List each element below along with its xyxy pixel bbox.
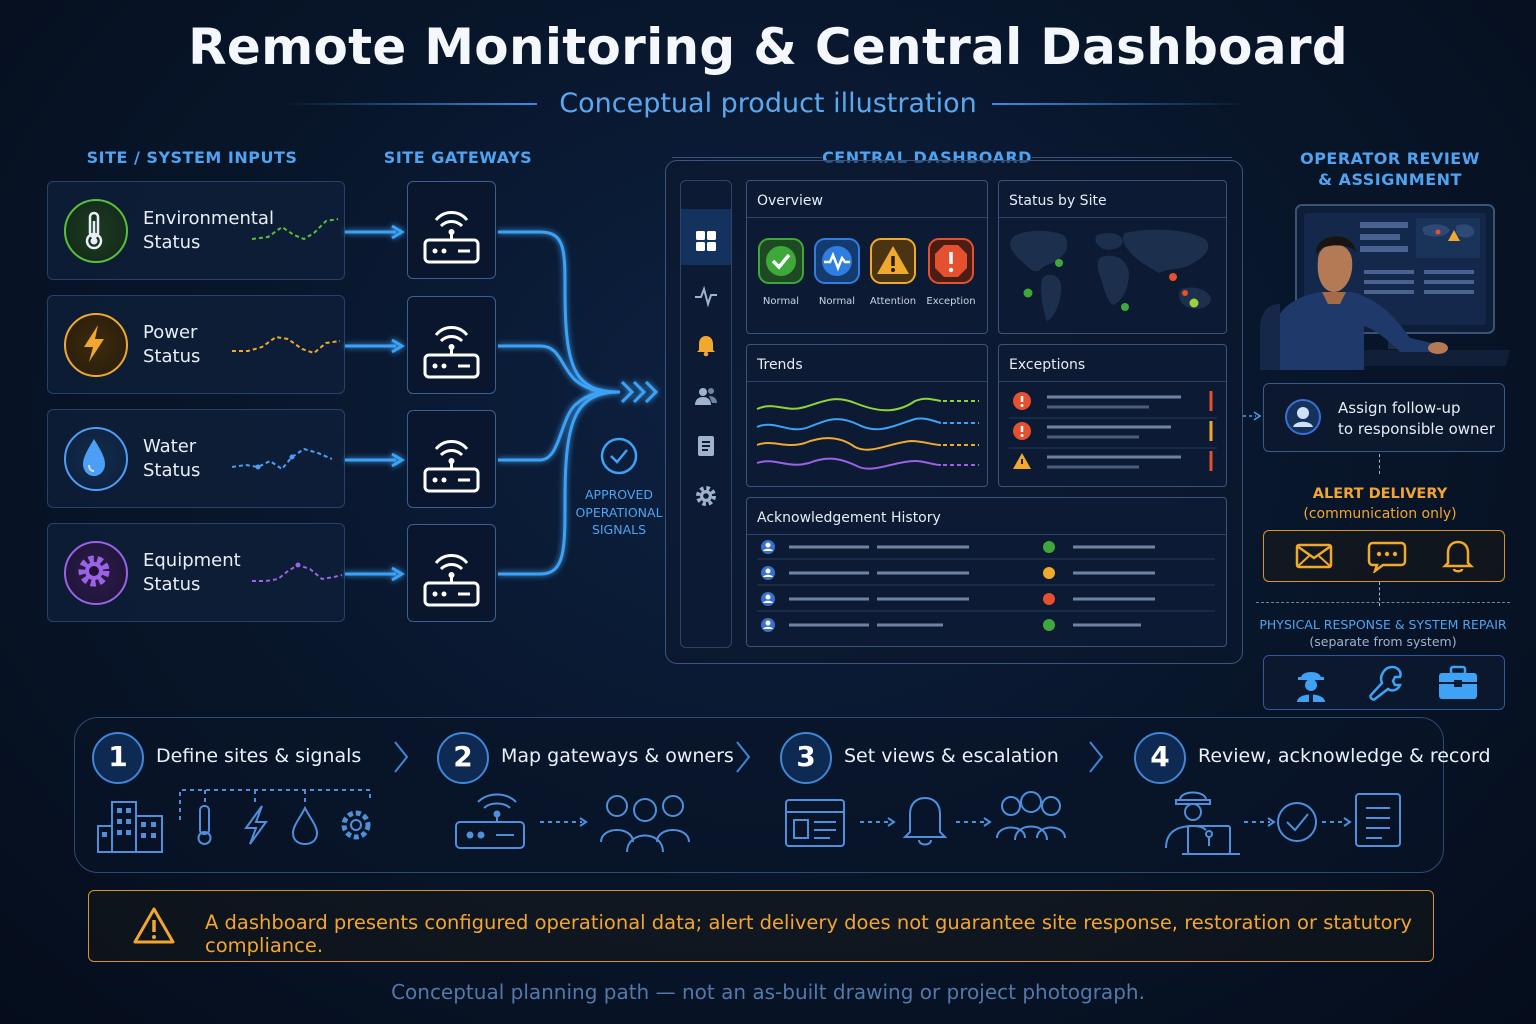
pulse-icon[interactable] xyxy=(694,284,718,308)
gear-icon xyxy=(64,541,128,605)
ack-history-panel: Acknowledgement History xyxy=(746,497,1227,647)
steps-icons xyxy=(97,741,1401,855)
sparkline-power xyxy=(232,335,341,355)
status-by-site-panel: Status by Site xyxy=(998,180,1227,334)
wrench-icon xyxy=(1369,665,1402,701)
toolbox-icon xyxy=(1439,665,1477,699)
user-icon xyxy=(1285,399,1321,435)
trends-sparklines xyxy=(756,397,979,470)
status-by-site-title: Status by Site xyxy=(1009,193,1107,209)
router-icon xyxy=(423,440,480,493)
physical-response-box xyxy=(1263,655,1505,710)
gateway-device-4 xyxy=(407,524,496,622)
gateway-device-1 xyxy=(407,181,496,279)
inputs-heading: SITE / SYSTEM INPUTS xyxy=(86,148,298,167)
physical-separator xyxy=(1256,602,1510,604)
gateway-device-3 xyxy=(407,410,496,508)
dashboard-heading-rule-right xyxy=(1032,157,1232,158)
physical-response-title: PHYSICAL RESPONSE & SYSTEM REPAIR xyxy=(1259,617,1507,632)
alert-delivery-title: ALERT DELIVERY xyxy=(1312,486,1448,502)
operator-heading: OPERATOR REVIEW & ASSIGNMENT xyxy=(1300,149,1480,189)
check-icon xyxy=(758,238,804,284)
overview-panel: Overview Normal Normal Attention Excepti… xyxy=(746,180,988,334)
step-number-1: 1 xyxy=(92,732,144,784)
step-label-3: Set views & escalation xyxy=(844,745,1059,767)
subtitle-rule-right xyxy=(992,103,1248,105)
lightning-icon xyxy=(64,313,128,377)
users-icon[interactable] xyxy=(694,384,718,408)
assign-connector xyxy=(1379,454,1381,474)
router-icon xyxy=(423,554,480,607)
approved-signals-label: APPROVED OPERATIONAL SIGNALS xyxy=(575,487,663,537)
dashboard-heading-rule-left xyxy=(672,157,822,158)
worker-icon xyxy=(1297,672,1325,702)
email-icon xyxy=(1295,543,1333,569)
step-number-2: 2 xyxy=(437,732,489,784)
page-title: Remote Monitoring & Central Dashboard xyxy=(188,18,1348,76)
trends-title: Trends xyxy=(757,357,803,373)
ack-history-rows xyxy=(757,540,1215,632)
step-label-1: Define sites & signals xyxy=(156,745,362,767)
warning-icon xyxy=(870,238,916,284)
subtitle-rule-left xyxy=(285,103,537,105)
sparkline-water xyxy=(231,447,333,471)
status-label: Exception xyxy=(926,296,976,307)
router-icon xyxy=(423,326,480,379)
exceptions-title: Exceptions xyxy=(1009,357,1086,373)
sparkline-equipment xyxy=(252,562,343,582)
footer-note: Conceptual planning path — not an as-bui… xyxy=(391,980,1145,1004)
status-label: Normal xyxy=(762,296,800,307)
operator-at-workstation-illustration xyxy=(1260,204,1510,370)
alert-delivery-box xyxy=(1263,530,1505,582)
check-circle-icon xyxy=(600,437,638,475)
physical-response-subtitle: (separate from system) xyxy=(1309,634,1457,649)
page-subtitle: Conceptual product illustration xyxy=(559,88,977,119)
bell-icon[interactable] xyxy=(694,333,718,357)
step-number-3: 3 xyxy=(780,732,832,784)
router-icon xyxy=(423,211,480,264)
sidebar-active-highlight xyxy=(681,209,731,265)
overview-title: Overview xyxy=(757,193,823,209)
document-icon[interactable] xyxy=(694,434,718,458)
status-label: Normal xyxy=(818,296,856,307)
warning-icon xyxy=(133,907,175,944)
ack-history-title: Acknowledgement History xyxy=(757,510,941,526)
gateways-heading: SITE GATEWAYS xyxy=(383,148,533,167)
gateway-device-2 xyxy=(407,296,496,394)
grid-icon[interactable] xyxy=(694,229,718,253)
alert-connector xyxy=(1379,582,1381,606)
world-map xyxy=(1010,229,1211,321)
disclaimer-banner xyxy=(88,890,1434,962)
chat-icon xyxy=(1367,541,1407,573)
trends-panel: Trends xyxy=(746,344,988,487)
exclamation-icon xyxy=(928,238,974,284)
exceptions-list xyxy=(1009,391,1217,471)
dashboard-sidebar xyxy=(680,180,732,648)
status-label: Attention xyxy=(869,296,917,307)
settings-gear-icon[interactable] xyxy=(694,484,718,508)
step-label-2: Map gateways & owners xyxy=(501,745,734,767)
thermometer-icon xyxy=(64,199,128,263)
steps-panel xyxy=(74,717,1444,873)
exceptions-panel: Exceptions xyxy=(998,344,1227,487)
sparkline-environmental xyxy=(251,218,339,241)
step-number-4: 4 xyxy=(1134,732,1186,784)
bell-icon xyxy=(1441,540,1475,573)
alert-delivery-subtitle: (communication only) xyxy=(1303,506,1457,522)
disclaimer-text: A dashboard presents configured operatio… xyxy=(205,911,1413,957)
water-drop-icon xyxy=(64,427,128,491)
flow-connectors xyxy=(345,224,1262,582)
step-label-4: Review, acknowledge & record xyxy=(1198,745,1491,767)
pulse-icon xyxy=(814,238,860,284)
